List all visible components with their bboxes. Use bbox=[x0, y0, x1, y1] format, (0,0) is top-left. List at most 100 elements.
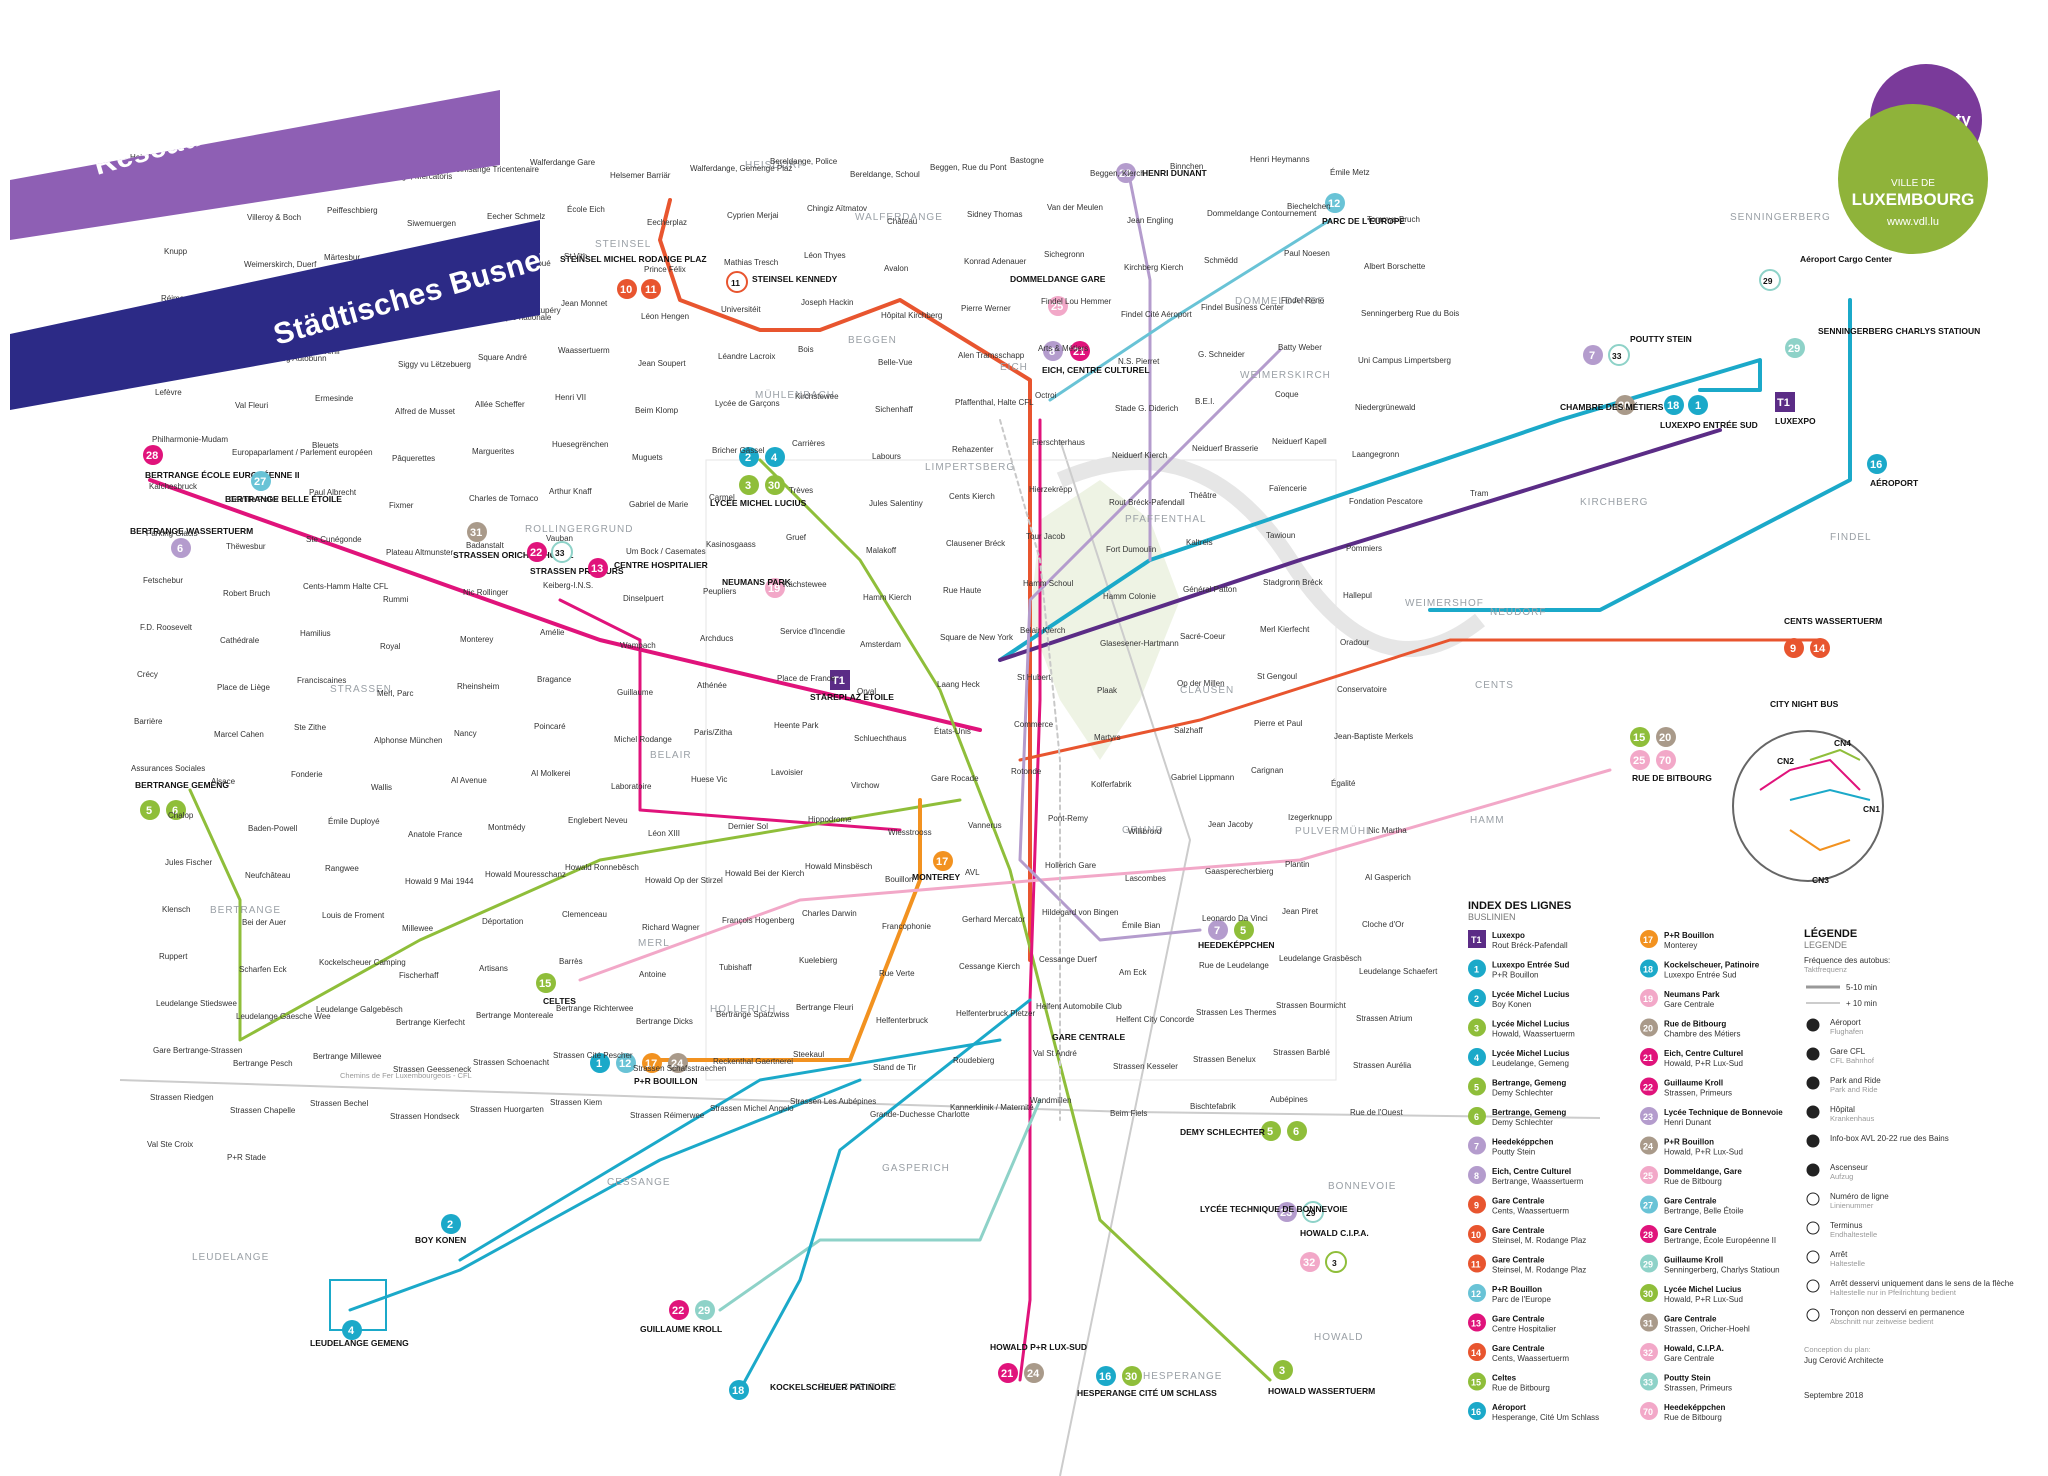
bus-stop-label: Al Gasperich bbox=[1365, 873, 1411, 882]
index-line-number: 13 bbox=[1471, 1319, 1481, 1329]
terminal-label: LUXEXPO ENTRÉE SUD bbox=[1660, 420, 1758, 430]
terminal-label: BERTRANGE GEMENG bbox=[135, 780, 229, 790]
vdl-logo: VILLE DE LUXEMBOURG www.vdl.lu bbox=[1838, 104, 1988, 254]
index-line-number: 18 bbox=[1643, 965, 1653, 975]
bus-stop-label: Wampach bbox=[620, 641, 656, 650]
bus-stop-label: Englebert Neveu bbox=[568, 816, 628, 825]
bus-stop-label: Allée Scheffer bbox=[475, 400, 525, 409]
bus-stop-label: Conservatoire bbox=[1337, 685, 1387, 694]
tram-t1 bbox=[998, 428, 1722, 662]
bus-stop-label: Cathédrale bbox=[220, 636, 260, 645]
bus-stop-label: Bischtefabrik bbox=[1190, 1102, 1237, 1111]
bus-stop-label: Salzhaff bbox=[1174, 726, 1204, 735]
terminal-label: DEMY SCHLECHTER bbox=[1180, 1127, 1265, 1137]
index-line-to: Howald, Waassertuerm bbox=[1492, 1030, 1575, 1039]
legend-icon bbox=[1806, 1134, 1820, 1148]
index-line-from: Bertrange, Gemeng bbox=[1492, 1079, 1566, 1088]
bus-stop-label: Howald Mouresschanz bbox=[485, 870, 566, 879]
bus-stop-label: Konrad Adenauer bbox=[964, 257, 1027, 266]
bus-stop-label: Léandre Lacroix bbox=[718, 352, 775, 361]
bus-stop-label: Vauban bbox=[546, 534, 573, 543]
index-line-number: 2 bbox=[1474, 994, 1479, 1004]
bus-stop-label: Marguerites bbox=[472, 447, 514, 456]
bus-stop-label: Clausener Bréck bbox=[946, 539, 1006, 548]
bus-stop-label: Tubishaff bbox=[719, 963, 752, 972]
bus-stop-label: Biechelchen bbox=[1287, 202, 1331, 211]
legend-icon bbox=[1806, 1279, 1820, 1293]
bus-stop-label: Bertrange Kierfecht bbox=[396, 1018, 466, 1027]
bus-stop-label: Gare Bertrange-Strassen bbox=[153, 1046, 242, 1055]
index-line-badge bbox=[1468, 1343, 1486, 1361]
bus-stop-label: Baden-Powell bbox=[248, 824, 298, 833]
svg-text:3: 3 bbox=[1279, 1365, 1285, 1377]
terminal-label: SENNINGERBERG CHARLYS STATIOUN bbox=[1818, 326, 1980, 336]
index-line-from: P+R Bouillon bbox=[1664, 931, 1714, 940]
index-line-badge bbox=[1640, 1136, 1658, 1155]
index-line-number: 29 bbox=[1643, 1260, 1653, 1270]
bus-stop-label: Jules Salentiny bbox=[869, 499, 923, 508]
bus-stop-label: Beggen, Kierch bbox=[1090, 169, 1145, 178]
bus-stop-label: Al Avenue bbox=[451, 776, 487, 785]
index-line-number: 32 bbox=[1643, 1348, 1653, 1358]
legend-icon bbox=[1806, 1308, 1820, 1322]
index-line-badge bbox=[1640, 1077, 1658, 1096]
index-line-badge bbox=[1468, 1018, 1486, 1037]
bus-stop-label: Helfenterbruck Pletzer bbox=[956, 1009, 1035, 1018]
svg-text:15: 15 bbox=[539, 978, 551, 990]
terminal-label: LYCÉE MICHEL LUCIUS bbox=[710, 498, 807, 508]
bus-stop-label: Rummi bbox=[383, 595, 409, 604]
svg-text:23: 23 bbox=[1119, 168, 1131, 180]
svg-text:24: 24 bbox=[671, 1058, 684, 1070]
bus-stop-label: Parking Glacis bbox=[146, 529, 198, 538]
bus-stop-label: Émile Duployé bbox=[328, 817, 380, 826]
district-label: STRASSEN bbox=[330, 684, 392, 695]
bus-stop-label: Badanstalt bbox=[466, 541, 505, 550]
index-line-to: Gare Centrale bbox=[1664, 1354, 1715, 1363]
bus-stop-label: Bragance bbox=[537, 675, 572, 684]
legend-label: Park and Ride bbox=[1830, 1076, 1881, 1085]
bus-stop-label: Reckenthal Gaertnerei bbox=[713, 1057, 793, 1066]
index-line-badge bbox=[1468, 1166, 1486, 1184]
bus-stop-label: Strassen Kesseler bbox=[1113, 1062, 1178, 1071]
bus-stop-label: Neiduerf Brasserie bbox=[1192, 444, 1259, 453]
terminal-label: HEEDEKÉPPCHEN bbox=[1198, 940, 1275, 950]
bus-stop-label: Stand de Tir bbox=[873, 1063, 916, 1072]
bus-stop-label: Monterey bbox=[460, 635, 493, 644]
bus-stop-label: Bereldange, Schoul bbox=[850, 170, 920, 179]
bus-stop-label: Eecherplaz bbox=[647, 218, 687, 227]
index-line-number: 70 bbox=[1643, 1407, 1653, 1417]
svg-text:11: 11 bbox=[731, 278, 740, 288]
bus-stop-label: Paul Noesen bbox=[1284, 249, 1330, 258]
district-label: BERTRANGE bbox=[210, 905, 281, 916]
bus-stop-label: Crécy bbox=[137, 670, 158, 679]
bus-stop-label: Kolferfabrik bbox=[1091, 780, 1132, 789]
bus-stop-label: Charles de Tornaco bbox=[469, 494, 539, 503]
index-line-to: Henri Dunant bbox=[1664, 1118, 1712, 1127]
svg-text:30: 30 bbox=[768, 480, 780, 492]
bus-stop-label: Strassen Hondseck bbox=[390, 1112, 460, 1121]
index-line-from: Gare Centrale bbox=[1664, 1315, 1717, 1324]
bus-stop-label: Huesegrënchen bbox=[552, 440, 608, 449]
index-line-to: Steinsel, M. Rodange Plaz bbox=[1492, 1266, 1586, 1275]
bus-stop-label: Fierschterhaus bbox=[1032, 438, 1085, 447]
terminal-label: LEUDELANGE GEMENG bbox=[310, 1338, 409, 1348]
bus-stop-label: Michel Rodange bbox=[614, 735, 672, 744]
district-label: NEUDORF bbox=[1490, 607, 1546, 618]
index-line-from: Eich, Centre Culturel bbox=[1492, 1167, 1571, 1176]
svg-text:6: 6 bbox=[177, 543, 183, 555]
index-line-to: Gare Centrale bbox=[1664, 1000, 1715, 1009]
svg-text:Tram: Tram bbox=[1470, 489, 1489, 498]
index-line-badge bbox=[1468, 989, 1486, 1007]
bus-stop-label: Hamm Kierch bbox=[863, 593, 911, 602]
bus-stop-label: Merl, Parc bbox=[377, 689, 413, 698]
bus-stop-label: Val St André bbox=[1033, 1049, 1077, 1058]
svg-text:33: 33 bbox=[1612, 351, 1622, 361]
index-line-number: 24 bbox=[1643, 1142, 1653, 1152]
bus-stop-label: Lycée de Garçons bbox=[715, 399, 780, 408]
bus-stop-label: Pfaffenthal, Halte CFL bbox=[955, 398, 1034, 407]
bus-stop-label: Kannerklinik / Maternité bbox=[950, 1103, 1034, 1112]
bus-stop-label: Leudelange Schaefert bbox=[1359, 967, 1438, 976]
svg-text:Conception du plan:: Conception du plan: bbox=[1804, 1345, 1871, 1354]
index-line-badge bbox=[1468, 1313, 1486, 1332]
bus-stop-label: Findel Lou Hemmer bbox=[1041, 297, 1112, 306]
